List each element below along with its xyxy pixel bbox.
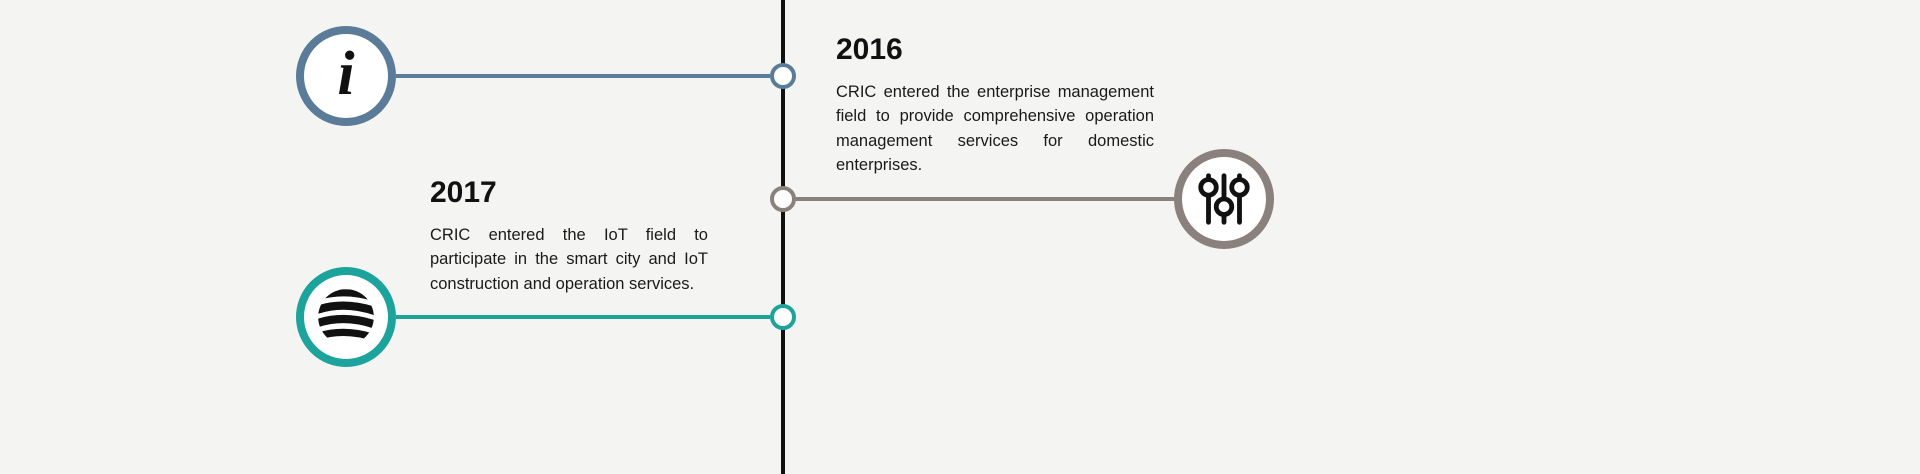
timeline-entry-2017-year: 2017 — [430, 176, 497, 209]
timeline-entry-2016-year: 2016 — [836, 33, 903, 66]
sliders-icon[interactable] — [1174, 149, 1274, 249]
timeline-node-middle[interactable] — [770, 186, 796, 212]
timeline-node-2017[interactable] — [770, 304, 796, 330]
globe-icon-glyph — [318, 289, 374, 345]
connector-line-sliders — [796, 197, 1196, 201]
info-icon-glyph: i — [337, 40, 355, 108]
timeline-node-2016[interactable] — [770, 63, 796, 89]
timeline-entry-top: tegrators and R&D teams through-out the … — [430, 0, 708, 1]
timeline-entry-2016: 2016 CRIC entered the enterprise managem… — [836, 33, 1154, 178]
timeline-entry-2016-body: CRIC entered the enterprise management f… — [836, 83, 1154, 175]
globe-icon[interactable] — [296, 267, 396, 367]
connector-line-info — [396, 74, 770, 78]
timeline-entry-2017-body: CRIC entered the IoT field to participat… — [430, 226, 708, 293]
connector-line-globe — [396, 315, 770, 319]
timeline-entry-top-body: tegrators and R&D teams through-out the … — [430, 0, 708, 1]
timeline-entry-2017: 2017 CRIC entered the IoT field to parti… — [430, 176, 708, 296]
timeline-axis — [781, 0, 785, 474]
info-icon[interactable]: i — [296, 26, 396, 126]
sliders-icon-glyph — [1198, 173, 1250, 225]
